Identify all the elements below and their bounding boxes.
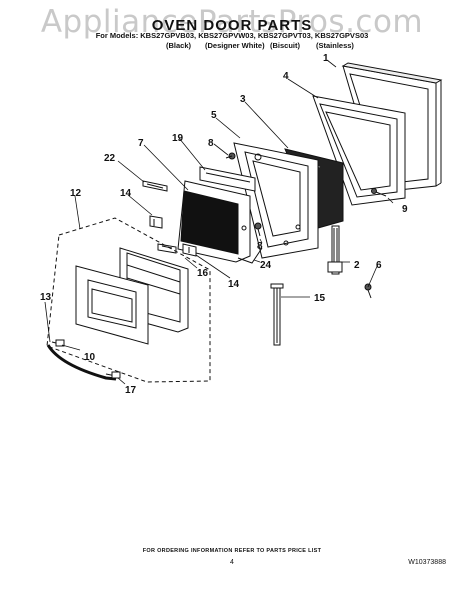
callout-14-upper: 14: [120, 188, 132, 199]
part-7-inner-glass: [177, 180, 251, 263]
part-14-hinge-lower: [182, 243, 197, 257]
callout-12: 12: [70, 188, 82, 199]
callout-22: 22: [104, 153, 116, 164]
part-10-end-cap: [55, 339, 65, 347]
callout-19: 19: [172, 133, 184, 144]
part-14-hinge-upper: [149, 215, 163, 229]
models-line: For Models: KBS27GPVB03, KBS27GPVW03, KB…: [95, 31, 369, 40]
callout-1: 1: [323, 53, 329, 64]
ordering-note: FOR ORDERING INFORMATION REFER TO PARTS …: [142, 548, 322, 554]
callout-10: 10: [84, 352, 96, 363]
part-2-hinge: [327, 225, 343, 275]
part-9-screw: [371, 188, 387, 197]
finish-black: (Black): [166, 41, 192, 50]
part-22-bracket: [142, 180, 168, 192]
part-8-screw-top: [225, 152, 236, 160]
callout-15: 15: [314, 293, 326, 304]
part-13-handle: [46, 341, 117, 381]
callout-2: 2: [354, 260, 360, 271]
callout-24: 24: [260, 260, 272, 271]
watermark: AppliancePartsPros.com: [40, 4, 424, 40]
part-12-door-assembly: [46, 217, 211, 383]
part-16-spacer: [157, 243, 177, 254]
callout-7: 7: [138, 138, 144, 149]
part-8-screw-bottom: [254, 222, 262, 237]
callout-8-top: 8: [208, 138, 214, 149]
part-4-inner-frame: [312, 95, 406, 206]
callout-9: 9: [402, 204, 408, 215]
finish-designer-white: (Designer White): [205, 41, 265, 50]
finish-biscuit: (Biscuit): [270, 41, 300, 50]
callout-13: 13: [40, 292, 52, 303]
part-15-rail: [270, 283, 284, 346]
document-number: W10373888: [408, 559, 446, 566]
page-number: 4: [230, 559, 234, 566]
callout-6: 6: [376, 260, 382, 271]
callout-14-lower: 14: [228, 279, 240, 290]
callout-8-bottom: 8: [257, 241, 263, 252]
callout-3: 3: [240, 94, 246, 105]
callout-4: 4: [283, 71, 289, 82]
callout-17: 17: [125, 385, 137, 396]
part-5-door-liner: [233, 142, 319, 259]
finish-stainless: (Stainless): [316, 41, 354, 50]
callout-16: 16: [197, 268, 209, 279]
part-17-end-cap: [111, 371, 121, 379]
callout-5: 5: [211, 110, 217, 121]
part-19-trim-strip: [199, 166, 256, 192]
part-24-gasket: [237, 247, 263, 264]
page-title: OVEN DOOR PARTS: [151, 17, 313, 34]
